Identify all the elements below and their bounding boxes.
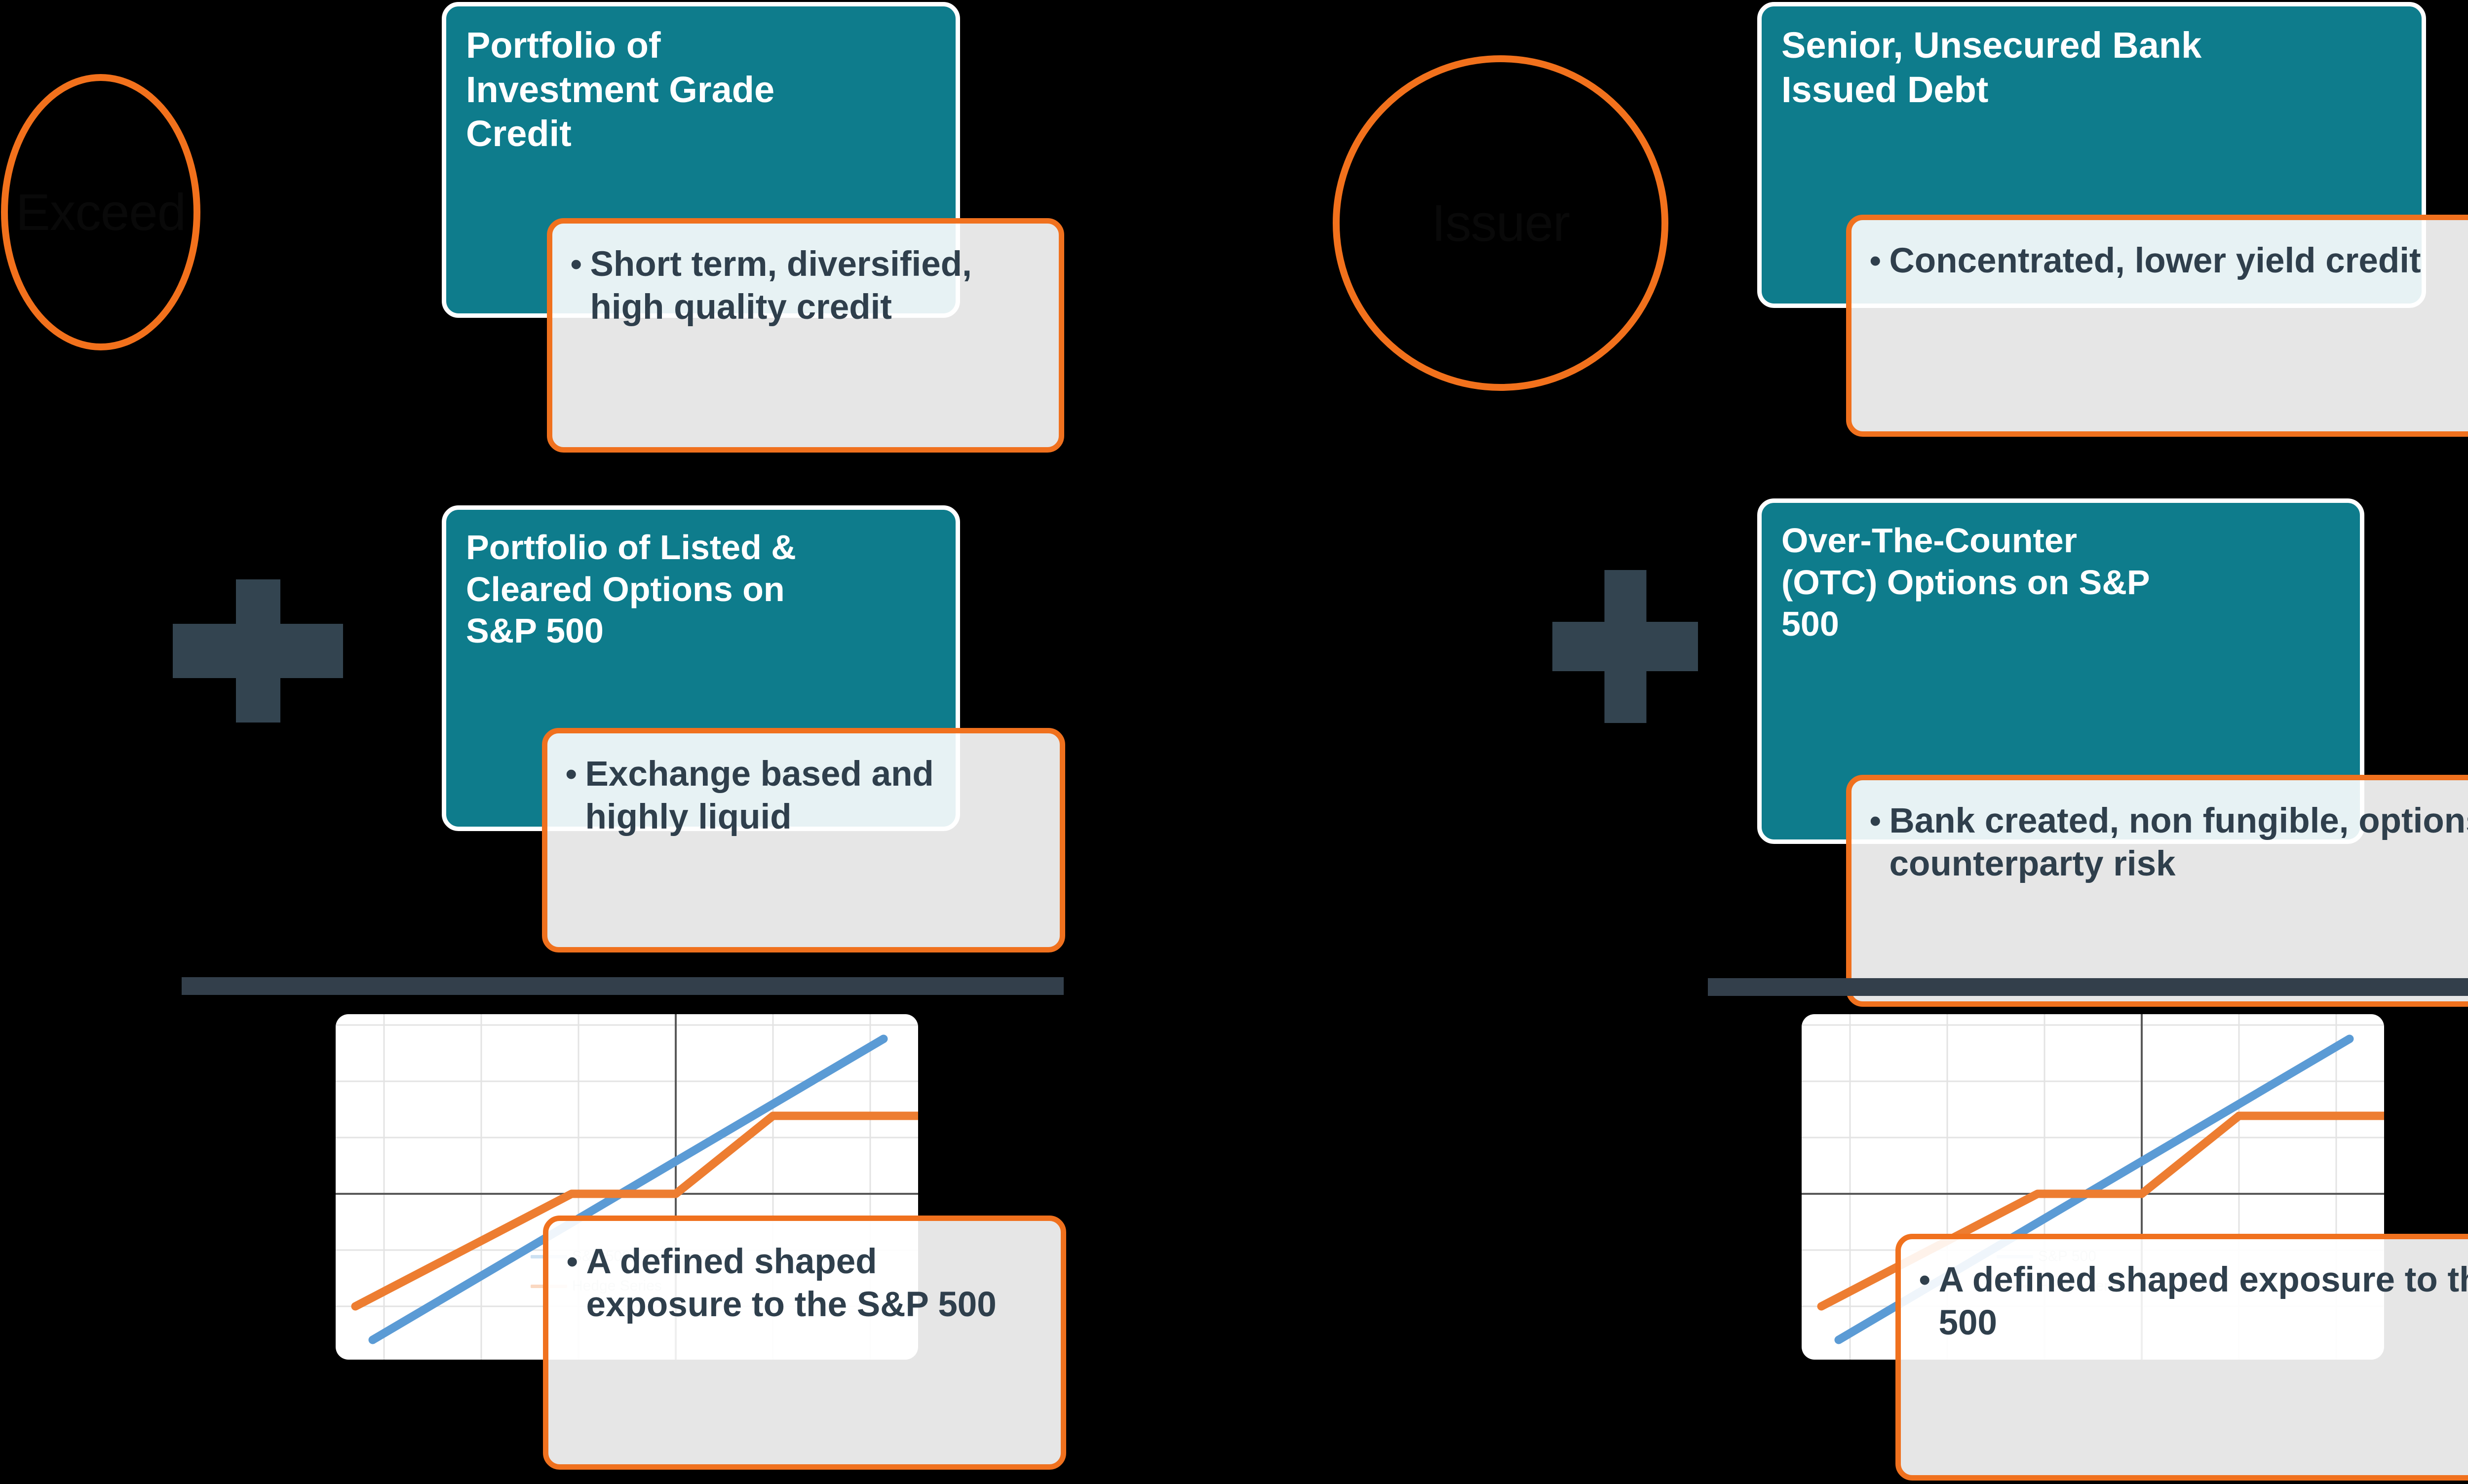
series-hedge-line <box>351 1111 918 1311</box>
callout-right-1[interactable]: • Concentrated, lower yield credit <box>1846 215 2468 437</box>
callout-right-chart[interactable]: • A defined shaped exposure to the S&P 5… <box>1895 1234 2468 1481</box>
callout-text: Bank created, non fungible, options with… <box>1889 801 2468 883</box>
bullet-marker: • <box>565 755 578 793</box>
bullet-marker: • <box>1869 801 1882 840</box>
callout-left-2[interactable]: • Exchange based and highly liquid <box>542 728 1065 952</box>
teal-card-title: Senior, Unsecured Bank Issued Debt <box>1781 25 2202 110</box>
divider-bar-right <box>1708 978 2468 996</box>
series-sp500-line <box>368 1034 888 1344</box>
callout-left-1[interactable]: • Short term, diversified, high quality … <box>547 218 1064 453</box>
plus-icon-right <box>1552 570 1698 723</box>
teal-card-title: Portfolio of Investment Grade Credit <box>466 25 775 154</box>
bullet-marker: • <box>570 245 582 283</box>
callout-right-2[interactable]: • Bank created, non fungible, options wi… <box>1846 775 2468 1007</box>
bullet-marker: • <box>1869 241 1882 280</box>
callout-text: A defined shaped exposure to the S&P 500 <box>586 1242 997 1324</box>
plus-vertical-bar <box>1604 570 1646 723</box>
brand-label: Exceed <box>15 183 186 241</box>
callout-text: Concentrated, lower yield credit <box>1889 241 2421 280</box>
callout-left-chart[interactable]: • A defined shaped exposure to the S&P 5… <box>543 1216 1066 1470</box>
teal-card-title: Over-The-Counter (OTC) Options on S&P 50… <box>1781 521 2150 644</box>
callout-text: Exchange based and highly liquid <box>585 755 934 837</box>
plus-icon-left <box>173 579 343 723</box>
bullet-marker: • <box>1919 1260 1931 1299</box>
teal-card-title: Portfolio of Listed & Cleared Options on… <box>466 528 796 650</box>
brand-ellipse-exceed: Exceed <box>1 74 200 350</box>
divider-bar-left <box>182 977 1064 995</box>
series-hedge-line <box>1817 1111 2384 1311</box>
plus-vertical-bar <box>235 579 280 723</box>
callout-text: Short term, diversified, high quality cr… <box>590 245 972 327</box>
callout-text: A defined shaped exposure to the S&P 500 <box>1938 1260 2468 1342</box>
brand-ellipse-issuer: Issuer <box>1333 55 1668 391</box>
brand-label: Issuer <box>1431 194 1570 252</box>
bullet-marker: • <box>566 1242 578 1281</box>
